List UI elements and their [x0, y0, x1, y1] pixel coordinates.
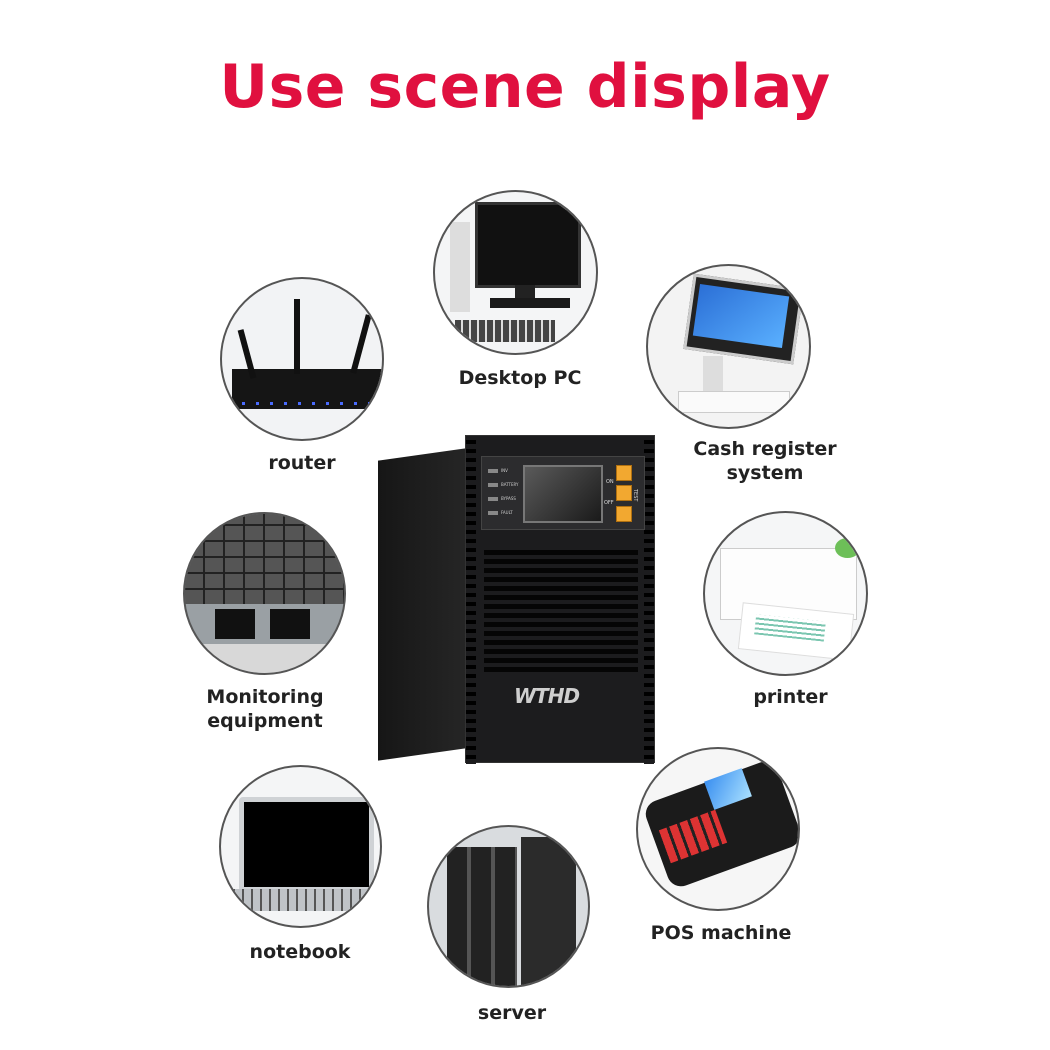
scene-server-label: server — [477, 1002, 547, 1024]
scene-desktop-pc-image — [433, 190, 598, 355]
scene-printer-label: printer — [753, 686, 828, 708]
scene-cash-register-label: Cash register system — [693, 438, 837, 484]
ups-front-panel: INV BATTERY BYPASS FAULT ON OFF TEST WTH… — [465, 435, 655, 764]
monitoring-label-line1: Monitoring — [206, 686, 324, 708]
scene-monitoring-image — [183, 512, 346, 675]
ups-side-panel — [378, 448, 468, 761]
scene-router-label: router — [268, 452, 336, 474]
scene-notebook-label: notebook — [249, 941, 351, 963]
indicator-bypass: BYPASS — [501, 496, 516, 501]
scene-desktop-pc-label: Desktop PC — [458, 367, 582, 389]
indicator-fault: FAULT — [501, 510, 513, 515]
on-label: ON — [606, 479, 614, 485]
indicator-battery: BATTERY — [501, 482, 519, 487]
ups-test-button[interactable] — [616, 485, 632, 501]
scene-monitoring-label: Monitoring equipment — [180, 685, 350, 733]
scene-router-image — [220, 277, 384, 441]
indicator-inv: INV — [501, 468, 508, 473]
test-label: TEST — [632, 489, 638, 502]
ups-lcd-screen — [523, 465, 603, 523]
scene-pos-label: POS machine — [650, 922, 792, 944]
scene-notebook-image — [219, 765, 382, 928]
scene-server-image — [427, 825, 590, 988]
keyboard-icon — [455, 320, 555, 342]
ups-on-button[interactable] — [616, 465, 632, 481]
laptop-icon — [239, 797, 374, 892]
off-label: OFF — [604, 500, 614, 506]
scene-pos-image — [636, 747, 800, 911]
page-title: Use scene display — [219, 52, 831, 122]
monitoring-label-line2: equipment — [207, 710, 323, 732]
ups-logo: WTHD — [514, 684, 580, 708]
ups-control-panel: INV BATTERY BYPASS FAULT ON OFF TEST — [481, 456, 645, 530]
scene-cash-register-image — [646, 264, 811, 429]
monitor-icon — [475, 202, 581, 288]
ups-off-button[interactable] — [616, 506, 632, 522]
scene-printer-image — [703, 511, 868, 676]
